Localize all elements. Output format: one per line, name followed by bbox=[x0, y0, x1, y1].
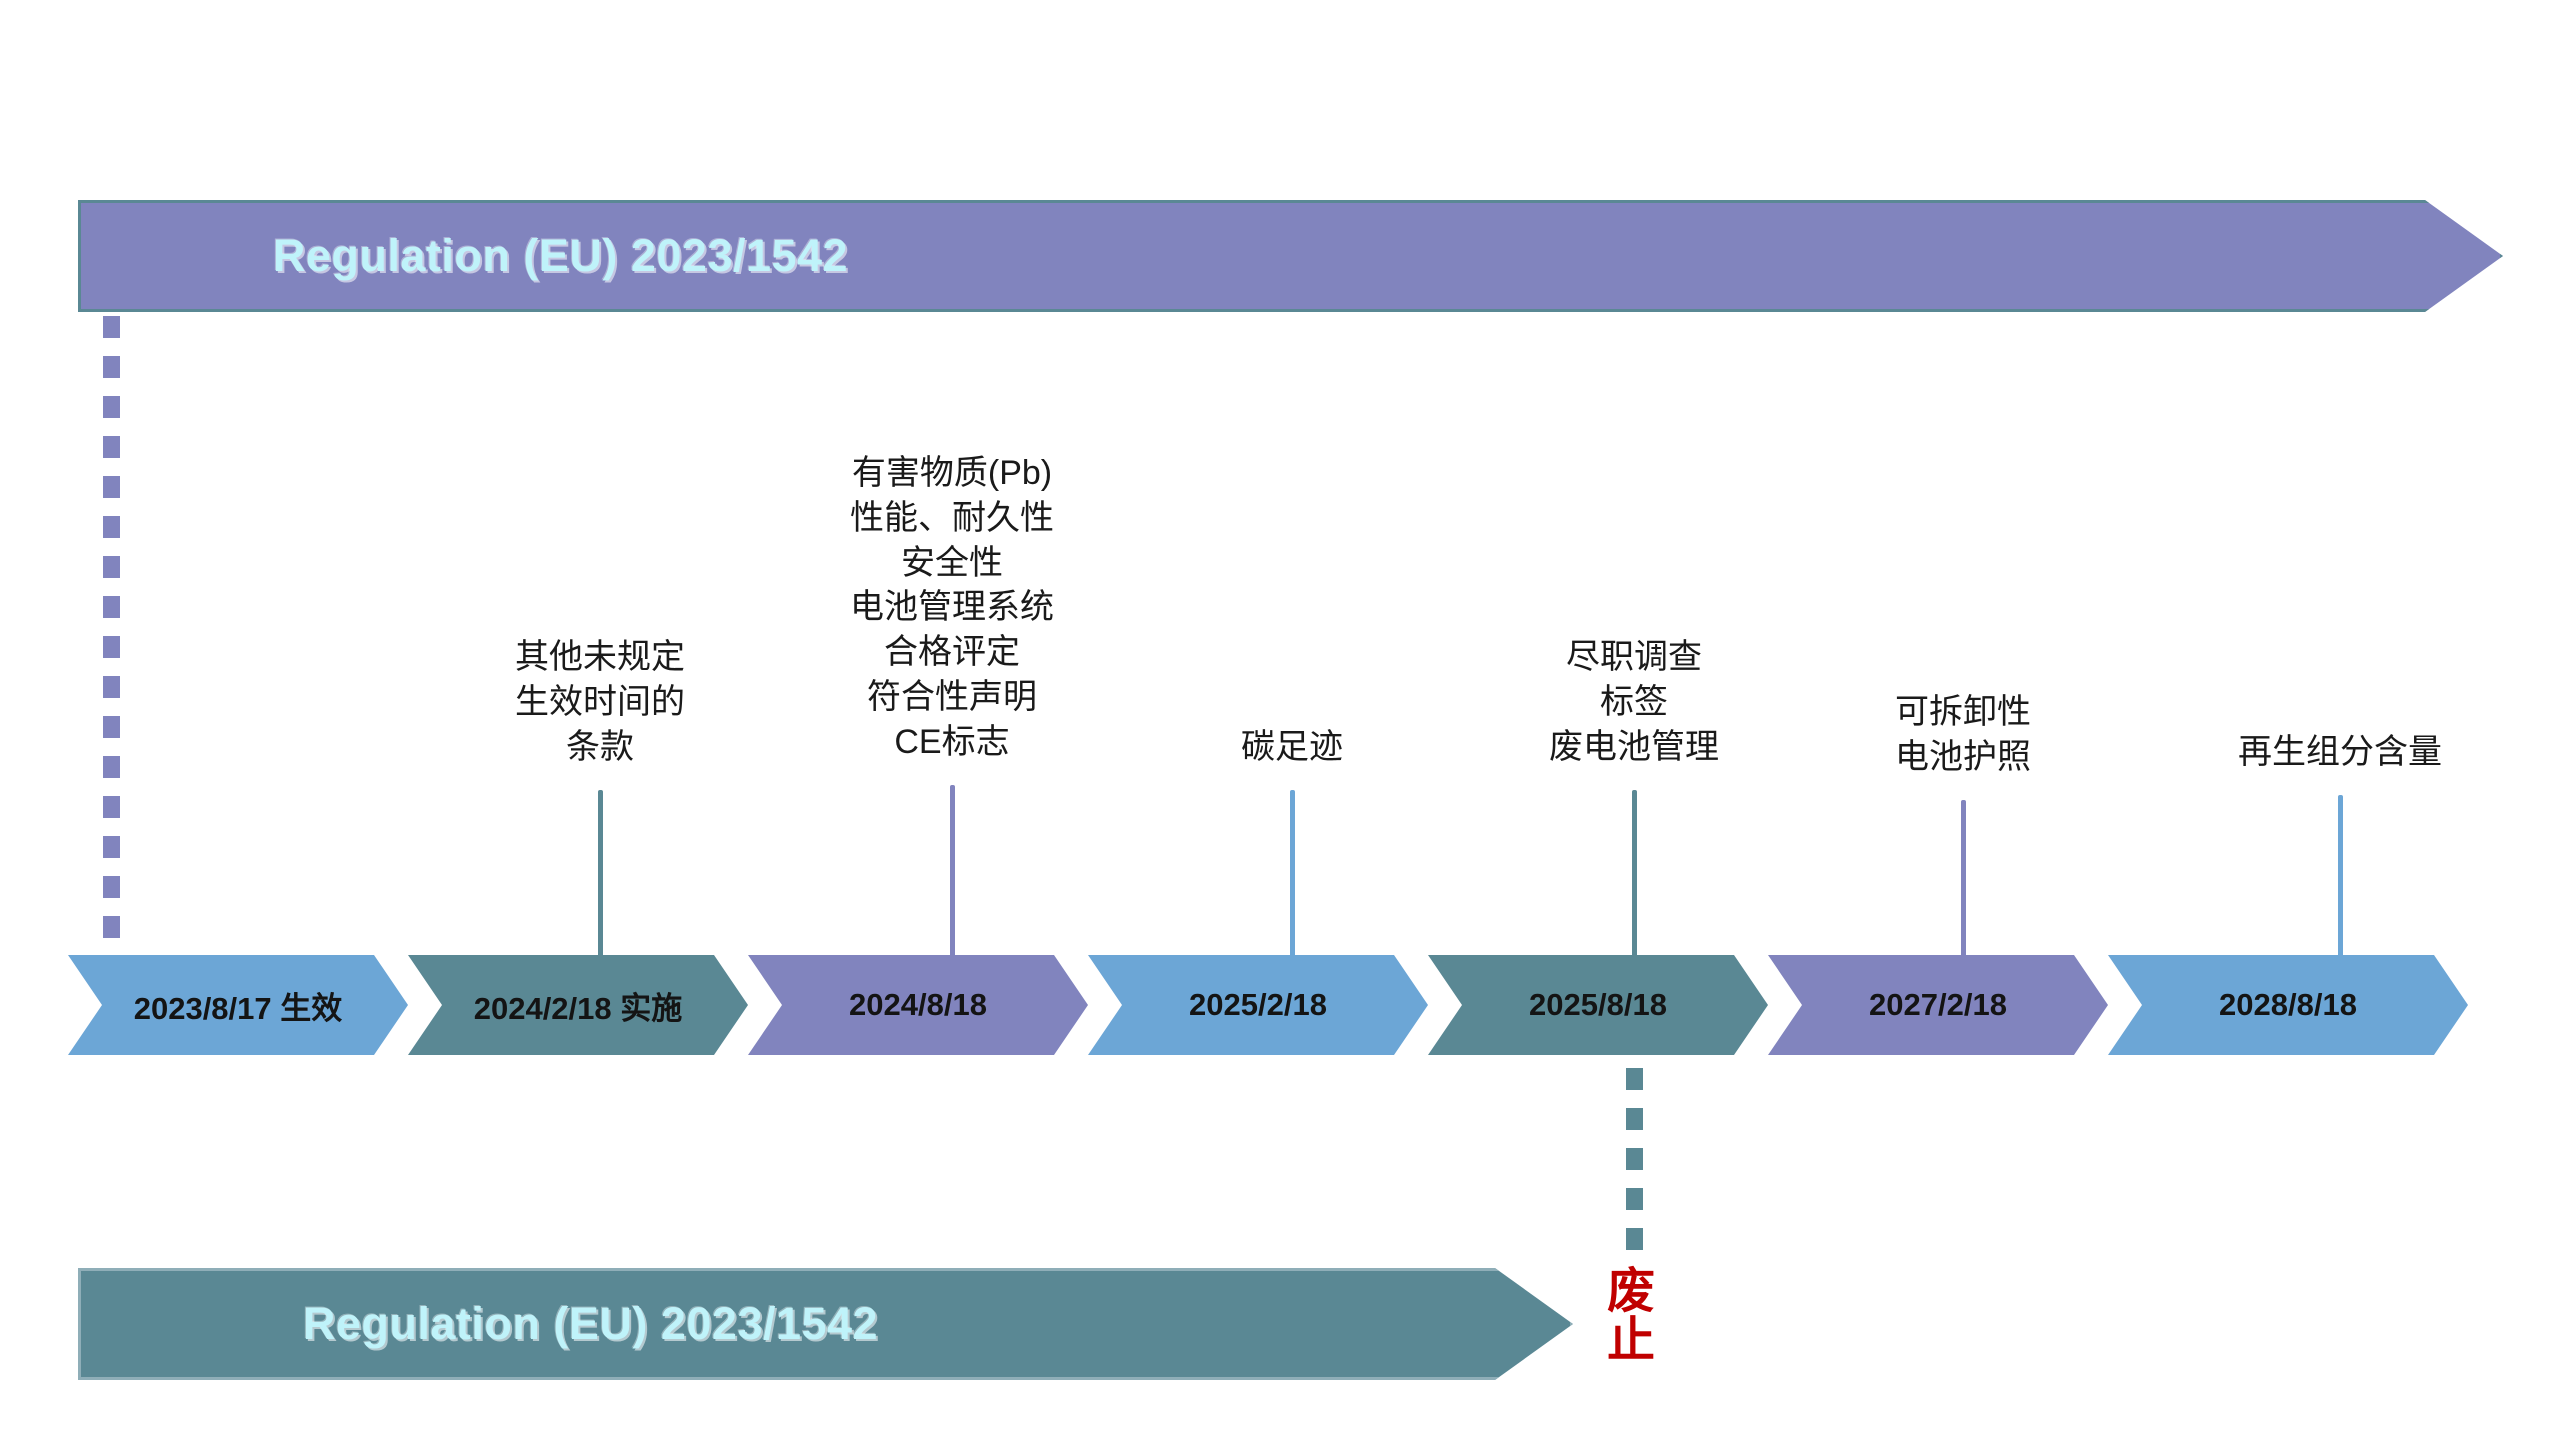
milestone-topics-4: 碳足迹 bbox=[1032, 725, 1552, 770]
chevron-date-label: 2024/2/18 实施 bbox=[473, 990, 683, 1026]
timeline-chevron-1[interactable]: 2023/8/17 生效 bbox=[68, 955, 408, 1055]
bottom-regulation-banner: Regulation (EU) 2023/1542 bbox=[78, 1268, 1573, 1380]
timeline-chevron-row: 2023/8/17 生效 2024/2/18 实施 2024/8/18 2025/2/… bbox=[68, 955, 2508, 1055]
milestone-stem-3 bbox=[950, 785, 955, 963]
repeal-char-2: 止 bbox=[1606, 1313, 1655, 1367]
milestone-topic-line: 电池管理系统 bbox=[850, 588, 1054, 627]
timeline-chevron-2[interactable]: 2024/2/18 实施 bbox=[408, 955, 748, 1055]
milestone-topic-line: 生效时间的 bbox=[515, 683, 685, 722]
chevron-date-label: 2024/8/18 bbox=[849, 987, 987, 1022]
milestone-topic-line: 安全性 bbox=[901, 543, 1003, 582]
milestone-topic-line: 可拆卸性 bbox=[1895, 693, 2031, 732]
milestone-topic-line: CE标志 bbox=[894, 723, 1010, 762]
milestone-stem-6 bbox=[1961, 800, 1966, 963]
repeal-dashed-connector bbox=[1626, 1068, 1643, 1262]
milestone-topic-line: 性能、耐久性 bbox=[850, 498, 1054, 537]
top-regulation-banner: Regulation (EU) 2023/1542 bbox=[78, 200, 2503, 312]
milestone-topics-6: 可拆卸性电池护照 bbox=[1703, 690, 2223, 780]
milestone-topic-line: 电池护照 bbox=[1895, 738, 2031, 777]
top-banner-label: Regulation (EU) 2023/1542 bbox=[272, 230, 849, 281]
bottom-banner-label: Regulation (EU) 2023/1542 bbox=[302, 1298, 879, 1349]
milestone-topics-5: 尽职调查标签废电池管理 bbox=[1374, 635, 1894, 770]
milestone-topics-2: 其他未规定生效时间的条款 bbox=[340, 635, 860, 770]
chevron-date-label: 2025/2/18 bbox=[1189, 987, 1327, 1022]
milestone-stem-5 bbox=[1632, 790, 1637, 963]
entry-into-force-dashed-connector bbox=[103, 316, 120, 956]
milestone-stem-7 bbox=[2338, 795, 2343, 963]
milestone-topic-line: 其他未规定 bbox=[515, 638, 685, 677]
milestone-topic-line: 废电池管理 bbox=[1549, 728, 1719, 767]
milestone-topic-line: 再生组分含量 bbox=[2238, 733, 2442, 772]
milestone-topic-line: 符合性声明 bbox=[867, 678, 1037, 717]
top-banner-arrow-shape bbox=[78, 200, 2503, 312]
repeal-char-1: 废 bbox=[1606, 1265, 1655, 1318]
chevron-date-label: 2027/2/18 bbox=[1869, 987, 2007, 1022]
repeal-label: 废 止 bbox=[1600, 1265, 1662, 1367]
chevron-date-label: 2028/8/18 bbox=[2219, 987, 2357, 1022]
milestone-stem-4 bbox=[1290, 790, 1295, 963]
timeline-chevron-5[interactable]: 2025/8/18 bbox=[1428, 955, 1768, 1055]
milestone-topic-line: 合格评定 bbox=[884, 633, 1020, 672]
milestone-topic-line: 标签 bbox=[1600, 683, 1668, 722]
timeline-chevron-7[interactable]: 2028/8/18 bbox=[2108, 955, 2468, 1055]
milestone-stem-2 bbox=[598, 790, 603, 963]
milestone-topic-line: 尽职调查 bbox=[1566, 638, 1702, 677]
chevron-date-label: 2023/8/17 生效 bbox=[133, 990, 343, 1026]
timeline-chevron-4[interactable]: 2025/2/18 bbox=[1088, 955, 1428, 1055]
milestone-topic-line: 有害物质(Pb) bbox=[851, 453, 1053, 492]
timeline-chevron-6[interactable]: 2027/2/18 bbox=[1768, 955, 2108, 1055]
bottom-banner-arrow-shape bbox=[78, 1268, 1573, 1380]
milestone-topic-line: 条款 bbox=[566, 728, 634, 767]
chevron-date-label: 2025/8/18 bbox=[1529, 987, 1667, 1022]
timeline-chevron-3[interactable]: 2024/8/18 bbox=[748, 955, 1088, 1055]
milestone-topics-3: 有害物质(Pb) 性能、耐久性安全性电池管理系统合格评定符合性声明 CE标志 bbox=[692, 451, 1212, 765]
milestone-topic-line: 碳足迹 bbox=[1241, 728, 1343, 767]
milestone-topics-7: 再生组分含量 bbox=[2080, 730, 2560, 775]
